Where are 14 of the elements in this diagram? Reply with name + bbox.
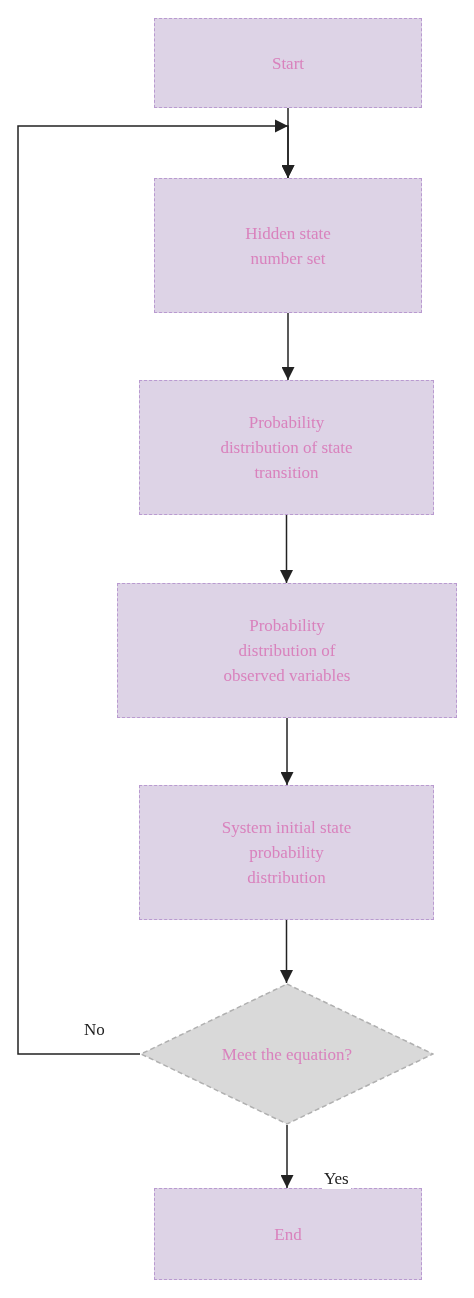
process-box xyxy=(154,18,422,108)
process-box xyxy=(154,178,422,313)
process-box xyxy=(139,380,434,515)
node-text: Probability distribution of state transition xyxy=(219,412,354,484)
node-text: System initial state probability distribution xyxy=(220,817,353,889)
process-box xyxy=(154,1188,422,1280)
node-text: Meet the equation? xyxy=(221,1043,353,1066)
process-box xyxy=(139,785,434,920)
node-text: End xyxy=(274,1223,302,1246)
node-text: Probability distribution of observed variables xyxy=(222,615,352,687)
process-box xyxy=(117,583,457,718)
node-text: Hidden state number set xyxy=(244,222,332,270)
node-text: Start xyxy=(271,52,305,75)
decision-diamond xyxy=(140,983,434,1125)
